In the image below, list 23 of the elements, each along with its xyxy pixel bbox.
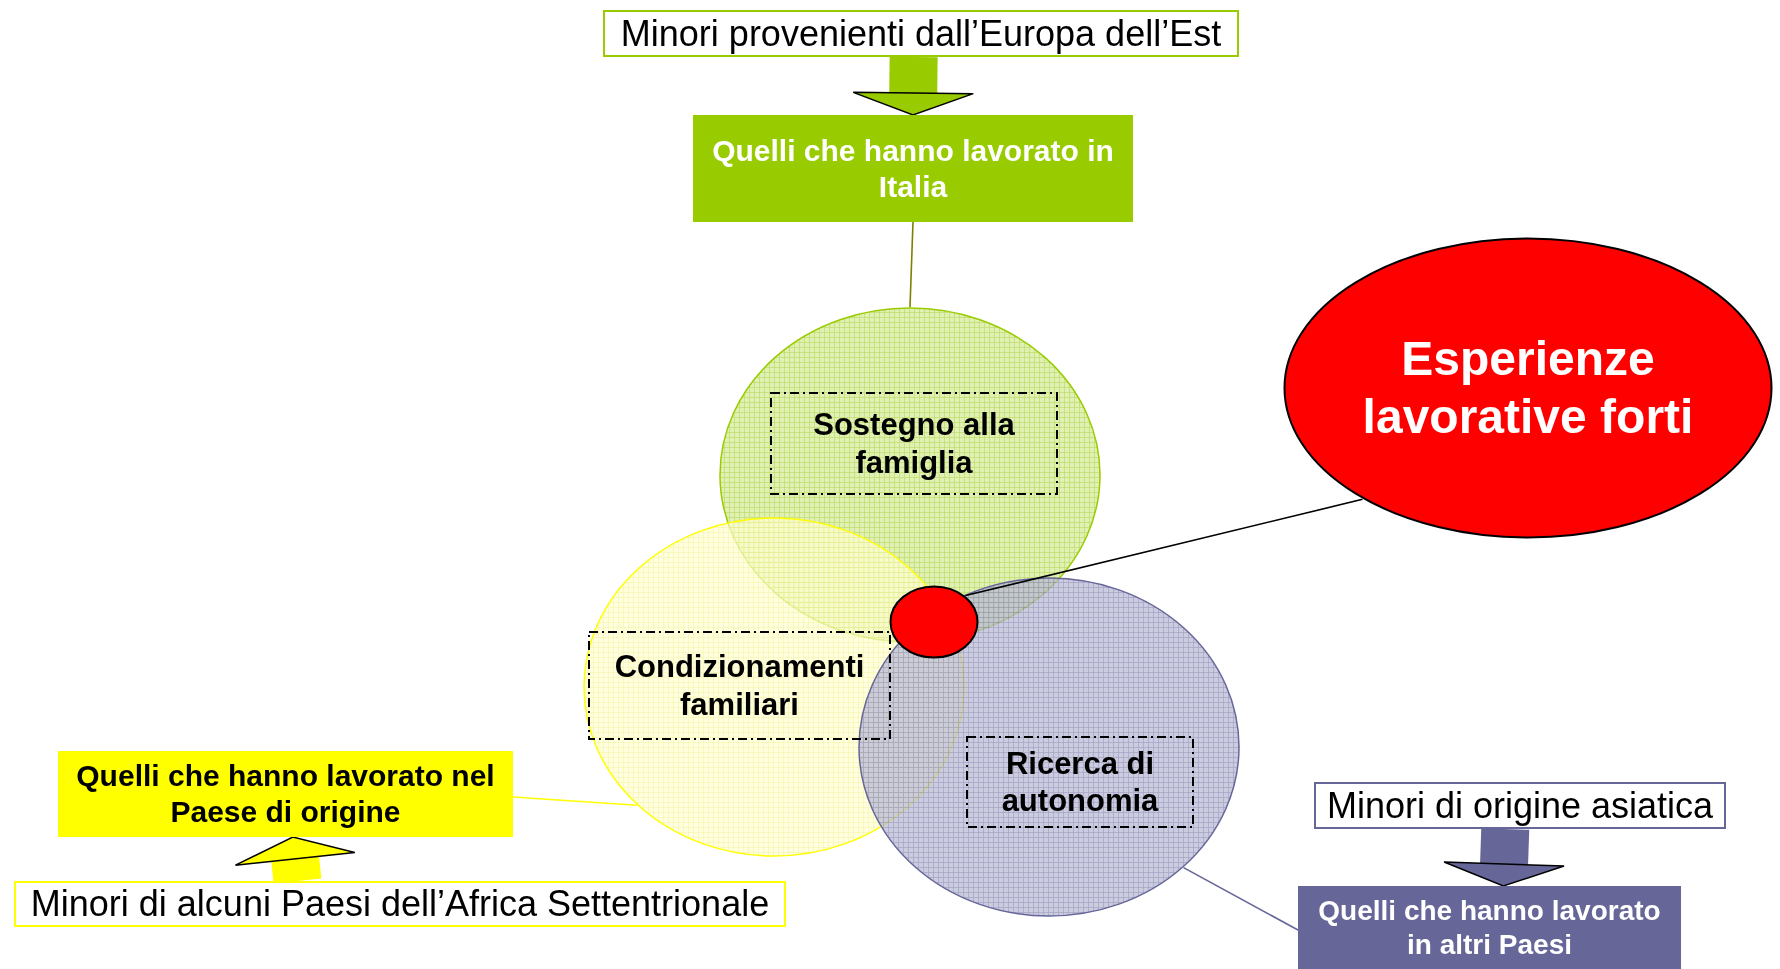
category-box	[58, 751, 513, 837]
box-label: Quelli che hanno lavorato nel Paese di origine	[75, 758, 496, 830]
connector-line	[512, 796, 638, 807]
connector-line	[1182, 866, 1299, 931]
box-label: Minori di alcuni Paesi dell’Africa Settentrionale	[29, 882, 771, 926]
dashed-box	[770, 392, 1058, 495]
block-arrow	[1443, 828, 1565, 887]
connector-line	[964, 498, 1364, 597]
box-label: Minori provenienti dall’Europa dell’Est	[619, 11, 1223, 56]
highlight-ellipse	[1283, 237, 1773, 539]
category-box	[1298, 886, 1681, 969]
box-label: Quelli che hanno lavorato in Italia	[711, 132, 1115, 205]
box-label: Quelli che hanno lavorato in altri Paesi	[1317, 893, 1662, 962]
block-arrow	[852, 56, 974, 116]
box-label: Condizionamenti familiari	[613, 648, 866, 723]
dashed-box	[966, 736, 1194, 828]
connector-line	[909, 221, 914, 308]
block-arrow	[234, 836, 356, 884]
box-label: Ricerca di autonomia	[1000, 744, 1160, 820]
box-label: Esperienze lavorative forti	[1361, 331, 1695, 445]
box-label: Sostegno alla famiglia	[812, 406, 1016, 481]
box-label: Minori di origine asiatica	[1325, 783, 1715, 828]
category-box	[693, 115, 1133, 222]
